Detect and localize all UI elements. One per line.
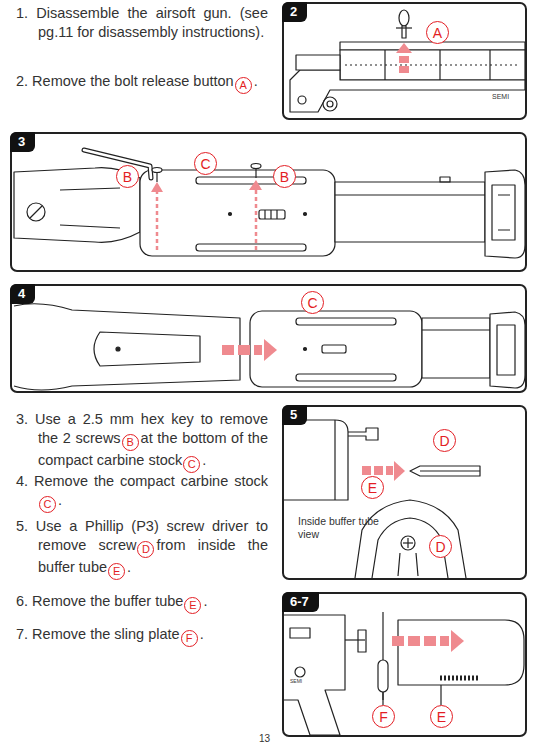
callout-circle: E: [361, 476, 384, 499]
callout-circle: E: [184, 597, 201, 614]
callout-letter: F: [379, 710, 388, 724]
instruction-text: 6. Remove the buffer tube: [16, 593, 183, 609]
view-caption: Inside buffer tube view: [298, 515, 398, 540]
buffer-tube-drawing: [284, 420, 480, 578]
callout-circle: C: [301, 291, 324, 314]
instruction-step: 3. Use a 2.5 mm hex key to remove the 2 …: [16, 410, 268, 473]
step-number: 3: [10, 132, 35, 152]
screw-path: [157, 190, 256, 250]
step-number: 6-7: [282, 592, 319, 612]
step-panel: 3B C B: [10, 132, 527, 272]
callout-circle: F: [181, 630, 198, 647]
callout-circle: B: [116, 165, 139, 188]
step-panel: 2A SEMI: [282, 2, 527, 120]
step-panel: 4C: [10, 284, 527, 393]
step-panel: 5D E D Inside buffer tube view: [282, 405, 527, 580]
callout-letter: C: [200, 157, 210, 171]
callout-circle: C: [39, 496, 56, 513]
callout-letter: C: [307, 296, 317, 310]
callout-letter: B: [280, 170, 289, 184]
callout-circle: E: [108, 563, 125, 580]
instruction-text: 1. Disassemble the airsoft gun. (see pg.…: [16, 5, 268, 40]
instruction-text: .: [254, 73, 258, 89]
instruction-text: 7. Remove the sling plate: [16, 626, 180, 642]
receiver-drawing: [290, 10, 525, 112]
step-number: 2: [282, 2, 307, 22]
instruction-text: .: [203, 593, 207, 609]
part-marking: SEMI: [290, 678, 302, 685]
callout-circle: F: [372, 705, 395, 728]
callout-letter: A: [236, 78, 251, 93]
stock-removal-drawing: [14, 304, 525, 390]
instruction-step: 5. Use a Phillip (P3) screw driver to re…: [16, 517, 268, 580]
page-number: 13: [259, 733, 270, 743]
callout-circle: C: [194, 152, 217, 175]
instruction-text: .: [127, 559, 131, 575]
callout-letter: B: [123, 435, 138, 450]
instruction-text: .: [58, 492, 62, 508]
instruction-step: 2. Remove the bolt release buttonA.: [16, 72, 268, 94]
instruction-step: 1. Disassemble the airsoft gun. (see pg.…: [16, 4, 268, 42]
callout-circle: D: [433, 429, 456, 452]
callout-letter: C: [184, 457, 199, 472]
callout-circle: A: [426, 21, 449, 44]
instruction-text: .: [202, 452, 206, 468]
step-number: 5: [282, 405, 307, 425]
motion-arrow: [151, 43, 464, 652]
callout-letter: C: [40, 497, 55, 512]
callout-circle: E: [430, 705, 453, 728]
callout-letter: E: [437, 710, 446, 724]
callout-circle: B: [273, 165, 296, 188]
step-number: 4: [10, 284, 35, 304]
step-panel: 6-7F E SEMI: [282, 592, 527, 737]
callout-circle: D: [429, 535, 452, 558]
callout-circle: B: [122, 434, 139, 451]
callout-letter: D: [435, 540, 445, 554]
callout-letter: D: [138, 542, 153, 557]
sling-plate-drawing: [284, 612, 524, 735]
callout-circle: D: [137, 541, 154, 558]
instruction-step: 7. Remove the sling plateF.: [16, 625, 268, 647]
instruction-step: 4. Remove the compact carbine stockC.: [16, 472, 268, 513]
part-marking: SEMI: [492, 92, 509, 101]
callout-letter: B: [123, 170, 132, 184]
stock-drawing: [14, 150, 525, 258]
callout-letter: F: [182, 631, 197, 646]
instruction-text: 2. Remove the bolt release button: [16, 73, 234, 89]
instruction-step: 6. Remove the buffer tubeE.: [16, 592, 268, 614]
callout-letter: D: [439, 434, 449, 448]
callout-circle: C: [183, 456, 200, 473]
callout-letter: A: [433, 26, 442, 40]
instruction-text: 4. Remove the compact carbine stock: [16, 473, 268, 489]
callout-circle: A: [235, 77, 252, 94]
callout-letter: E: [185, 598, 200, 613]
callout-letter: E: [109, 564, 124, 579]
callout-letter: E: [368, 481, 377, 495]
instruction-text: .: [200, 626, 204, 642]
